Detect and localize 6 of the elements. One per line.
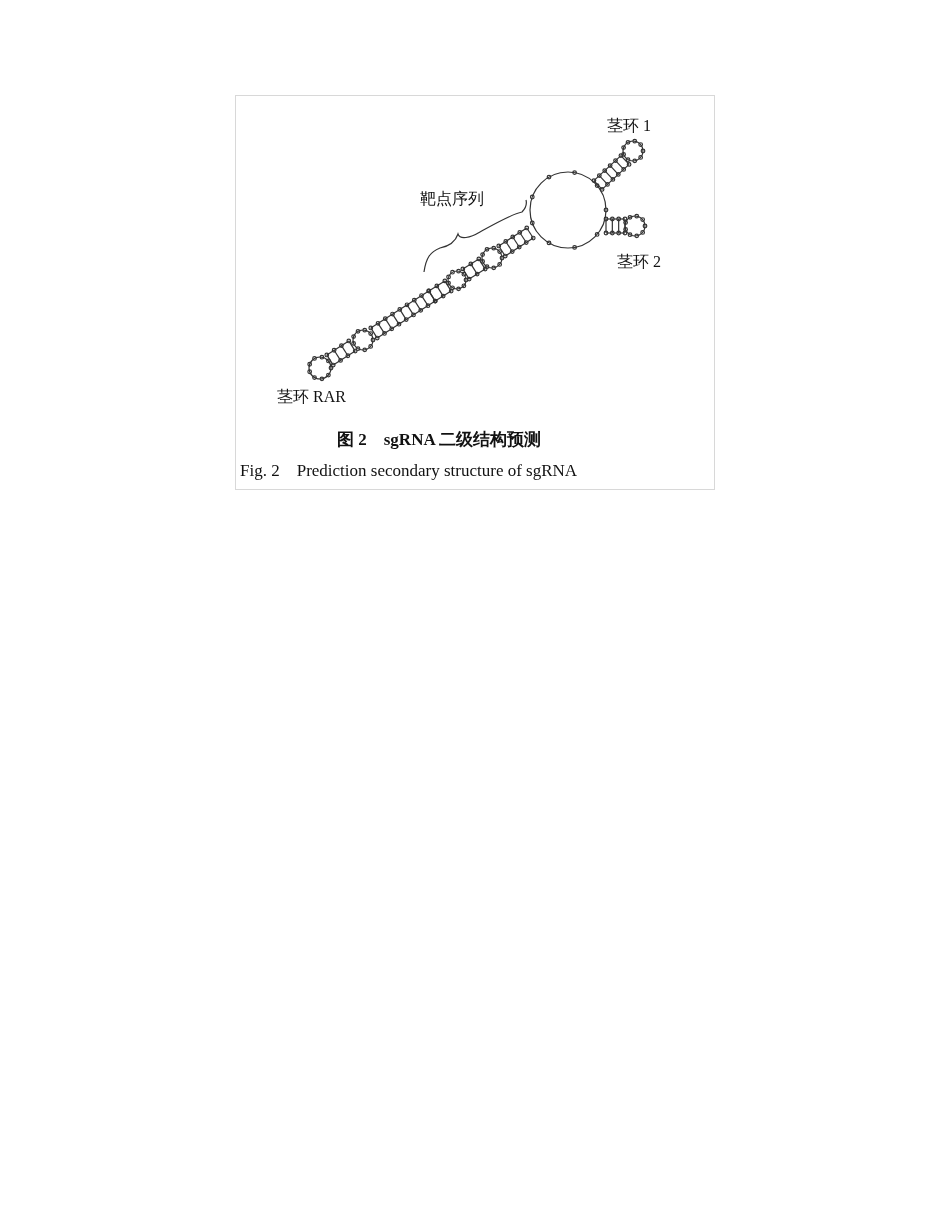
caption-text: 图 2 sgRNA 二级结构预测	[337, 429, 541, 451]
stem-loop-label: 茎环 RAR	[277, 387, 346, 407]
target-sequence-label: 靶点序列	[420, 189, 484, 209]
stem-loop-label: 茎环 1	[607, 116, 651, 136]
stem-loop-label: 茎环 2	[617, 252, 661, 272]
caption-text: Fig. 2 Prediction secondary structure of sgRNA	[240, 460, 578, 482]
